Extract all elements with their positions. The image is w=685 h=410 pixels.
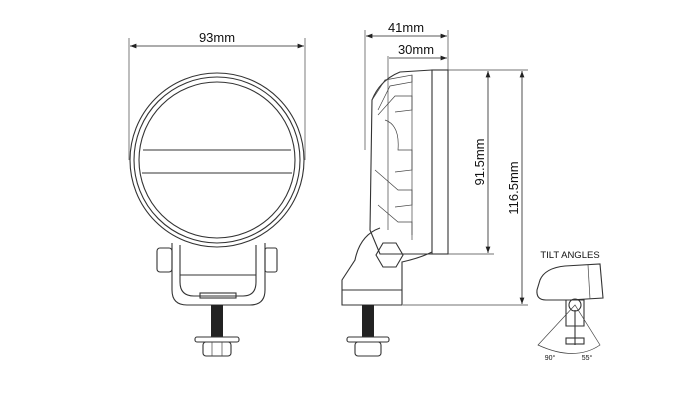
tilt-angles-title: TILT ANGLES — [540, 250, 599, 261]
tilt-angle-right: 55° — [582, 354, 593, 362]
pivot-bolt-hex — [375, 242, 404, 268]
front-view: 93mm — [128, 30, 306, 357]
bolt-knob-left — [156, 247, 173, 273]
depth-label: 41mm — [388, 20, 424, 35]
lamp-housing-side — [369, 69, 449, 255]
lamp-lens — [138, 81, 296, 239]
side-bracket — [341, 227, 433, 306]
lens-depth-label: 30mm — [398, 42, 434, 57]
lamp-outer-ring — [129, 72, 305, 248]
tilt-range-arc — [537, 304, 601, 354]
width-label: 93mm — [199, 30, 235, 45]
side-view: 41mm 30mm 91.5mm 116.5m — [341, 20, 528, 357]
total-height-label: 116.5mm — [506, 161, 521, 214]
front-mounting-bolt — [194, 305, 240, 357]
front-bracket — [156, 243, 278, 306]
height-label: 91.5mm — [472, 139, 487, 186]
tilt-angles-diagram: TILT ANGLES 90° 55° — [536, 250, 604, 362]
tilt-angle-left: 90° — [545, 354, 556, 362]
side-mounting-bolt — [346, 305, 390, 357]
bolt-knob-right — [264, 247, 278, 273]
